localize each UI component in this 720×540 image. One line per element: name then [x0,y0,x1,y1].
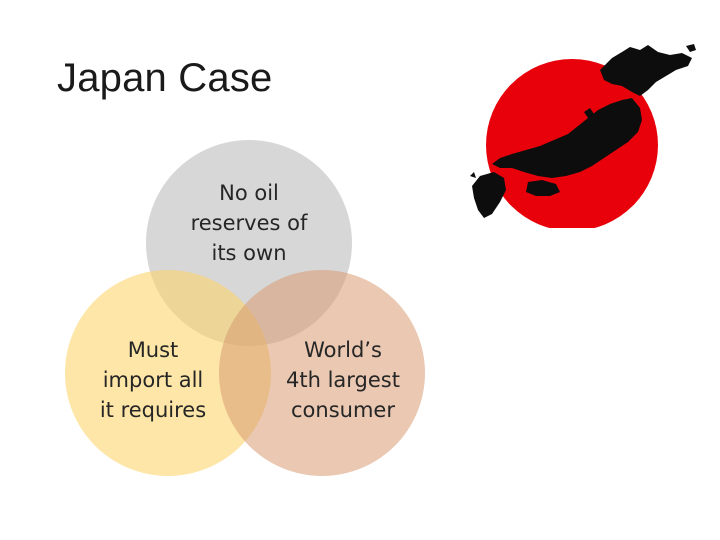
slide-title: Japan Case [57,56,273,100]
venn-label-top-line: its own [211,241,287,265]
venn-label-left-line: it requires [99,398,207,422]
japan-flag-map-icon [470,44,696,228]
venn-label-top-line: reserves of [190,211,308,235]
venn-label-right: World’s 4th largest consumer [268,335,418,425]
venn-label-top: No oil reserves of its own [170,178,328,268]
japan-map-icon [470,44,696,218]
venn-label-left-line: Must [127,338,179,362]
venn-label-right-line: consumer [291,398,395,422]
venn-label-right-line: 4th largest [286,368,400,392]
venn-label-right-line: World’s [304,338,382,362]
venn-circle-left [65,270,271,476]
venn-label-top-line: No oil [219,181,279,205]
venn-label-left-line: import all [102,368,204,392]
venn-circle-right [219,270,425,476]
venn-label-left: Must import all it requires [78,335,228,425]
